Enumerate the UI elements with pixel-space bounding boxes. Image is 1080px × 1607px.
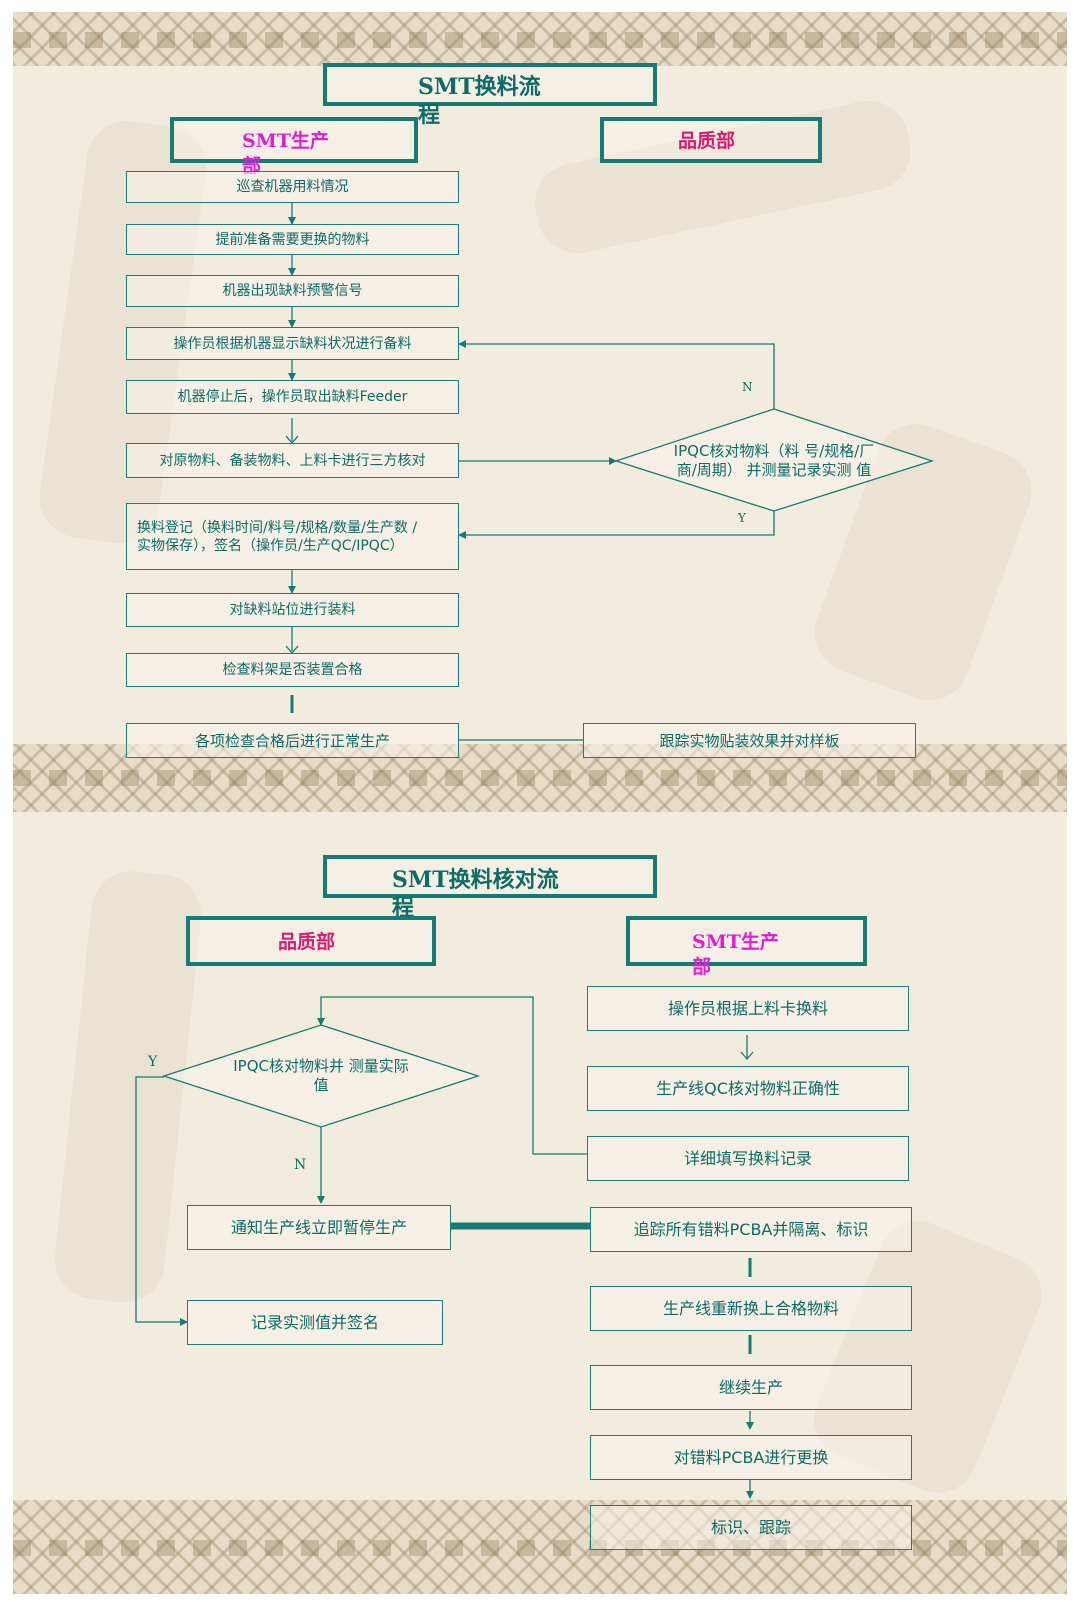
arrowhead-open <box>740 1051 754 1060</box>
flow2-right-step-3: 详细填写换料记录 <box>587 1136 909 1181</box>
flow1-step-7: 换料登记（换料时间/料号/规格/数量/生产数 / 实物保存），签名（操作员/生产… <box>126 503 459 570</box>
flow1-step-10: 各项检查合格后进行正常生产 <box>126 723 459 758</box>
flow2-label-yes: Y <box>148 1054 158 1070</box>
flow2-dept-left-box <box>186 916 436 966</box>
flow1-dept-right-box <box>600 117 822 163</box>
flow1-label-no: N <box>742 380 753 394</box>
flow1-step-5: 机器停止后，操作员取出缺料Feeder <box>126 380 459 414</box>
flow1-side-step: 跟踪实物贴装效果并对样板 <box>583 723 916 758</box>
flow1-step-1: 巡查机器用料情况 <box>126 171 459 203</box>
flow1-dept-right: 品质部 <box>678 130 736 152</box>
flow1-step-2: 提前准备需要更换的物料 <box>126 224 459 255</box>
arrow-yes <box>135 1076 188 1326</box>
flow2-dept-right: SMT生产 部 <box>692 931 779 978</box>
flow1-title: SMT换料流 程 <box>418 74 541 128</box>
flow1-decision-text: IPQC核对物料（料 号/规格/厂商/周期） 并测量记录实测 值 <box>673 442 875 479</box>
arrow-yes <box>458 511 775 539</box>
flow2-right-step-1: 操作员根据上料卡换料 <box>587 986 909 1031</box>
flow1-step-3: 机器出现缺料预警信号 <box>126 275 459 307</box>
arrow-record-to-decision <box>317 996 587 1155</box>
flow1-dept-left-box <box>170 117 418 163</box>
flow1-step-8: 对缺料站位进行装料 <box>126 593 459 627</box>
arrow-no-loop <box>458 340 775 409</box>
flow1-step-6: 对原物料、备装物料、上料卡进行三方核对 <box>126 443 459 478</box>
flow2-title: SMT换料核对流 程 <box>392 867 559 921</box>
flow2-right-step-2: 生产线QC核对物料正确性 <box>587 1066 909 1111</box>
decision-diamond-1 <box>613 408 935 512</box>
decorative-band-top <box>13 12 1067 66</box>
flow2-right-step-8: 标识、跟踪 <box>590 1505 912 1550</box>
flow2-decision-text: IPQC核对物料并 测量实际值 <box>233 1057 409 1094</box>
flow1-title-box <box>323 63 657 106</box>
flow2-right-step-6: 继续生产 <box>590 1365 912 1410</box>
flow2-title-box <box>323 855 657 898</box>
flow1-step-9: 检查料架是否装置合格 <box>126 653 459 687</box>
flow1-label-yes: Y <box>738 511 746 525</box>
flow2-right-step-7: 对错料PCBA进行更换 <box>590 1435 912 1480</box>
flow1-step-4: 操作员根据机器显示缺料状况进行备料 <box>126 327 459 360</box>
flow2-label-no: N <box>294 1157 307 1173</box>
flow2-right-step-4: 追踪所有错料PCBA并隔离、标识 <box>590 1207 912 1252</box>
flow2-left-step-2: 记录实测值并签名 <box>187 1300 443 1345</box>
decision-diamond-2 <box>161 1024 481 1128</box>
flow2-dept-left: 品质部 <box>278 931 336 953</box>
flow2-dept-right-box <box>626 916 867 966</box>
flow2-left-step-1: 通知生产线立即暂停生产 <box>187 1205 451 1250</box>
flow2-right-step-5: 生产线重新换上合格物料 <box>590 1286 912 1331</box>
